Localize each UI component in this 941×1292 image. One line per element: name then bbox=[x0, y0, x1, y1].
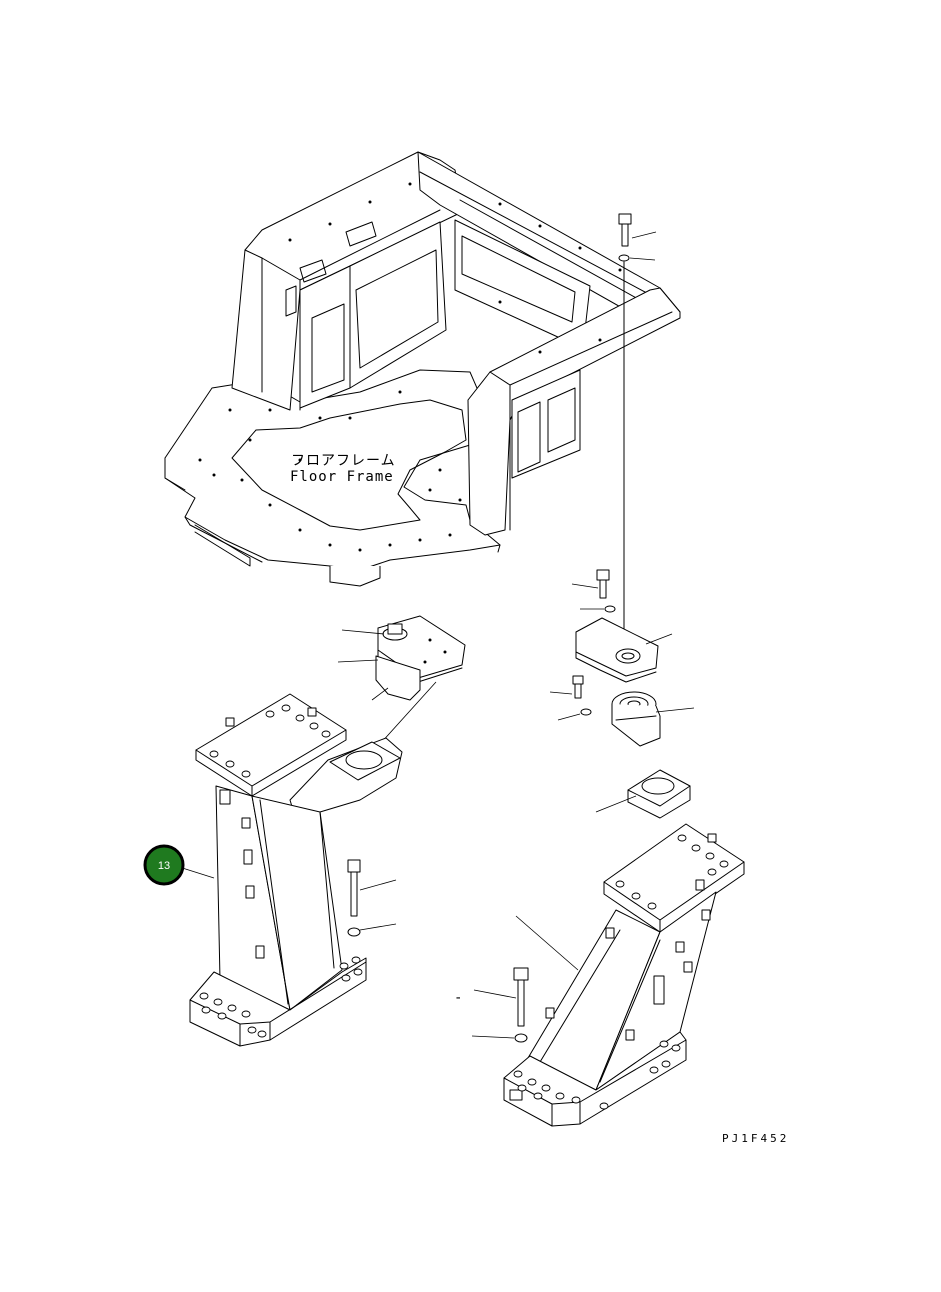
left-pillar bbox=[175, 693, 403, 1047]
left-pillar-bolt bbox=[347, 859, 397, 937]
floor-frame-assembly: フロアフレーム Floor Frame bbox=[164, 151, 681, 587]
floor-cutout bbox=[231, 399, 467, 531]
right-pillar bbox=[503, 823, 745, 1127]
drawing-code: PJ1F452 bbox=[722, 1132, 789, 1145]
left-base-holes bbox=[199, 956, 363, 1038]
floor-frame-label-jp: フロアフレーム bbox=[291, 453, 396, 469]
callout-13-circle[interactable] bbox=[143, 844, 185, 886]
right-top-holes bbox=[615, 834, 729, 910]
left-column-lugs bbox=[219, 789, 265, 959]
right-top-bolt-group bbox=[618, 213, 657, 655]
left-top-holes bbox=[209, 704, 331, 778]
right-pillar-bolt bbox=[471, 967, 529, 1043]
callout-13[interactable]: 13 bbox=[143, 844, 185, 886]
floor-frame-label-en: Floor Frame bbox=[290, 469, 394, 485]
right-base-holes bbox=[513, 1040, 681, 1110]
callout-13-number: 13 bbox=[158, 860, 170, 872]
right-mount-assembly bbox=[549, 569, 695, 819]
right-column-lugs bbox=[545, 909, 711, 1041]
floor-plate bbox=[164, 369, 501, 571]
left-wall bbox=[231, 151, 463, 411]
stray-mark: - bbox=[454, 990, 463, 1006]
frame-bolt-holes bbox=[198, 182, 622, 552]
left-mount-assembly bbox=[337, 615, 466, 745]
